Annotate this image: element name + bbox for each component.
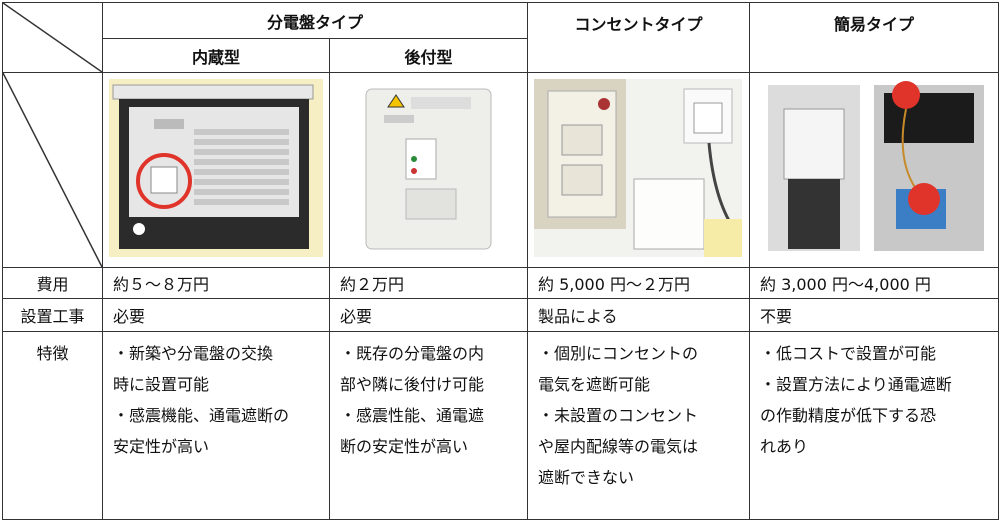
breaker-comparison-table: 分電盤タイプ コンセントタイプ 簡易タイプ 内蔵型 後付型 — [2, 2, 1000, 520]
feature-line: や屋内配線等の電気は — [538, 437, 699, 456]
builtin-photo-cell — [102, 72, 330, 268]
install-builtin: 必要 — [102, 298, 330, 332]
header-outlet-type: コンセントタイプ — [527, 2, 751, 73]
cost-retrofit: 約２万円 — [328, 267, 529, 299]
header-retrofit: 後付型 — [328, 38, 529, 73]
features-builtin: ・新築や分電盤の交換 時に設置可能 ・感震機能、通電遮断の 安定性が高い — [102, 331, 330, 520]
feature-line: ・個別にコンセントの — [538, 344, 699, 363]
feature-line: 電気を遮断可能 — [538, 375, 651, 394]
outlet-breaker-photo — [534, 79, 743, 257]
install-outlet: 製品による — [527, 298, 751, 332]
features-simple: ・低コストで設置が可能 ・設置方法により通電遮断 の作動精度が低下する恐 れあり — [749, 331, 1000, 520]
cost-outlet: 約 5,000 円～２万円 — [527, 267, 751, 299]
feature-line: 時に設置可能 — [113, 375, 210, 394]
photo-row-corner — [2, 72, 103, 268]
feature-line: ・感震性能、通電遮 — [340, 406, 485, 425]
feature-line: 断の安定性が高い — [340, 437, 469, 456]
feature-line: 遮断できない — [538, 468, 635, 487]
features-label: 特徴 — [2, 331, 103, 520]
cost-builtin: 約５～８万円 — [102, 267, 330, 299]
header-builtin: 内蔵型 — [102, 38, 330, 73]
header-simple-type: 簡易タイプ — [749, 2, 1000, 73]
builtin-breaker-panel-photo — [109, 79, 323, 257]
install-retrofit: 必要 — [328, 298, 529, 332]
corner-cell — [2, 2, 103, 73]
features-retrofit: ・既存の分電盤の内 部や隣に後付け可能 ・感震性能、通電遮 断の安定性が高い — [328, 331, 529, 520]
feature-line: 部や隣に後付け可能 — [340, 375, 485, 394]
feature-line: ・設置方法により通電遮断 — [760, 375, 952, 394]
feature-line: れあり — [760, 437, 809, 456]
feature-line: ・感震機能、通電遮断の — [113, 406, 290, 425]
feature-line: ・既存の分電盤の内 — [340, 344, 485, 363]
outlet-photo-cell — [527, 72, 751, 268]
simple-photo-cell — [749, 72, 1000, 268]
install-simple: 不要 — [749, 298, 1000, 332]
feature-line: ・新築や分電盤の交換 — [113, 344, 274, 363]
cost-simple: 約 3,000 円～4,000 円 — [749, 267, 1000, 299]
install-label: 設置工事 — [2, 298, 103, 332]
simple-breaker-photo — [756, 79, 992, 257]
header-panel-type: 分電盤タイプ — [101, 2, 529, 39]
feature-line: 安定性が高い — [113, 437, 210, 456]
feature-line: の作動精度が低下する恐 — [760, 406, 937, 425]
feature-line: ・未設置のコンセント — [538, 406, 699, 425]
retrofit-photo-cell — [328, 72, 529, 268]
retrofit-breaker-unit-photo — [336, 79, 521, 257]
feature-line: ・低コストで設置が可能 — [760, 344, 937, 363]
features-outlet: ・個別にコンセントの 電気を遮断可能 ・未設置のコンセント や屋内配線等の電気は… — [527, 331, 751, 520]
cost-label: 費用 — [2, 267, 103, 299]
